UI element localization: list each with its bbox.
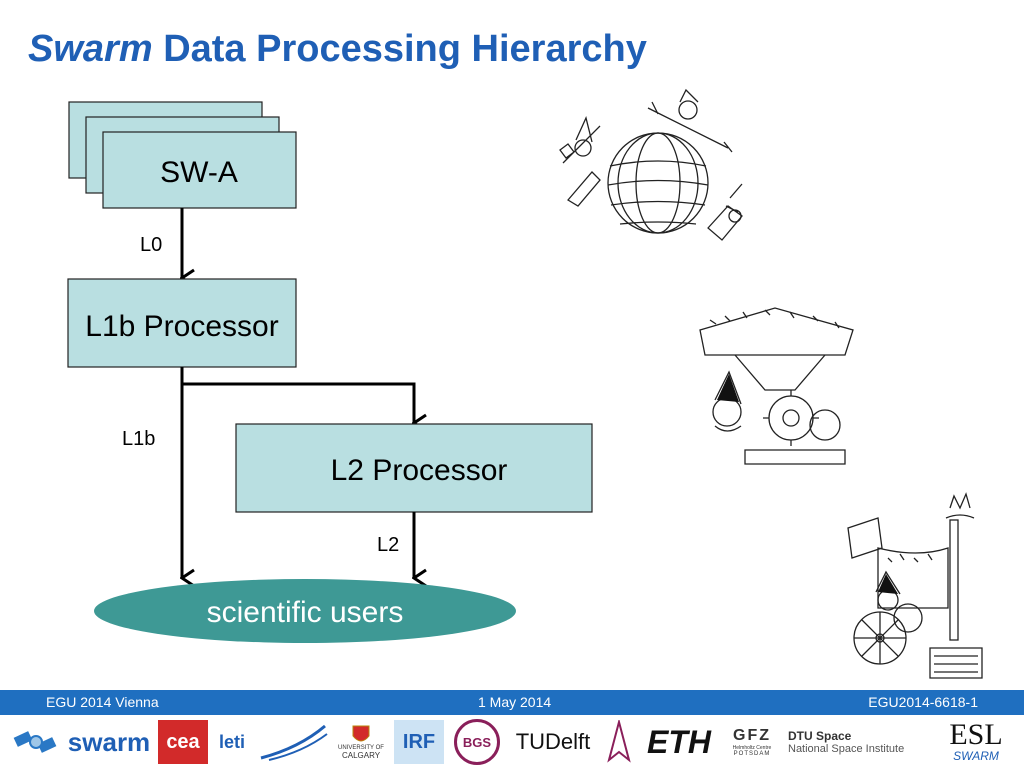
pen-logo: [604, 720, 634, 764]
leti-logo: leti: [218, 731, 245, 752]
tudelft-logo: TUDelft: [515, 729, 591, 754]
footer-bar: EGU 2014 Vienna 1 May 2014 EGU2014-6618-…: [0, 690, 1024, 715]
calgary-bottom: CALGARY: [341, 750, 381, 760]
dtu-logo: DTU Space National Space Institute: [788, 720, 920, 764]
scientific-users-ellipse: [94, 579, 516, 643]
witch-machine-illustration: [699, 307, 854, 465]
eth-logo: ETH: [647, 723, 711, 760]
swa-label: SW-A: [160, 156, 238, 189]
dtu-title: DTU Space: [788, 729, 852, 743]
partner-logos: swarm cea leti UNIVERSITY OF CALGARY IRF…: [0, 716, 1024, 768]
l1b-processor-label: L1b Processor: [85, 310, 278, 343]
l0-label: L0: [140, 234, 162, 256]
scientific-users-label: scientific users: [207, 596, 404, 629]
cea-logo: cea: [158, 720, 208, 764]
esl-swarm-label: SWARM: [953, 749, 999, 763]
gfz-sub2: POTSDAM: [733, 751, 771, 757]
hierarchy-diagram: SW-A L0 L1b Processor L1b L2 Processor L…: [67, 101, 593, 643]
footer-event: EGU 2014 Vienna: [46, 694, 159, 710]
title-italic: Swarm: [28, 28, 153, 70]
gfz-logo: GFZ Helmholtz Centre POTSDAM: [724, 720, 780, 764]
footer-date: 1 May 2014: [478, 694, 552, 710]
gfz-sub1: Helmholtz Centre: [732, 745, 772, 751]
page-title: Swarm Data Processing Hierarchy: [28, 28, 647, 71]
l2-processor-label: L2 Processor: [331, 454, 508, 487]
aircraft-logo: [258, 720, 330, 764]
l1b-to-l2-arrow: [182, 382, 414, 423]
l1b-label: L1b: [122, 428, 155, 450]
dtu-subtitle: National Space Institute: [788, 743, 905, 755]
bgs-logo: BGS: [454, 719, 500, 765]
satellite-icon: [10, 720, 62, 764]
calgary-logo: UNIVERSITY OF CALGARY: [336, 720, 386, 764]
title-rest: Data Processing Hierarchy: [163, 28, 647, 70]
esl-logo: ESL SWARM: [936, 720, 1016, 764]
witch-bicycle-illustration: [847, 492, 983, 679]
footer-reference: EGU2014-6618-1: [868, 694, 978, 710]
l2-label: L2: [377, 534, 399, 556]
l2-processor-box: [235, 423, 593, 513]
irf-logo: IRF: [394, 720, 444, 764]
calgary-top: UNIVERSITY OF: [338, 744, 384, 751]
bgs-label: BGS: [454, 719, 500, 765]
gfz-label: GFZ: [733, 727, 771, 744]
witches-globe-illustration: [559, 88, 743, 241]
esl-label: ESL: [949, 718, 1003, 751]
swa-box: [102, 131, 297, 209]
swarm-logo: swarm: [67, 726, 151, 757]
